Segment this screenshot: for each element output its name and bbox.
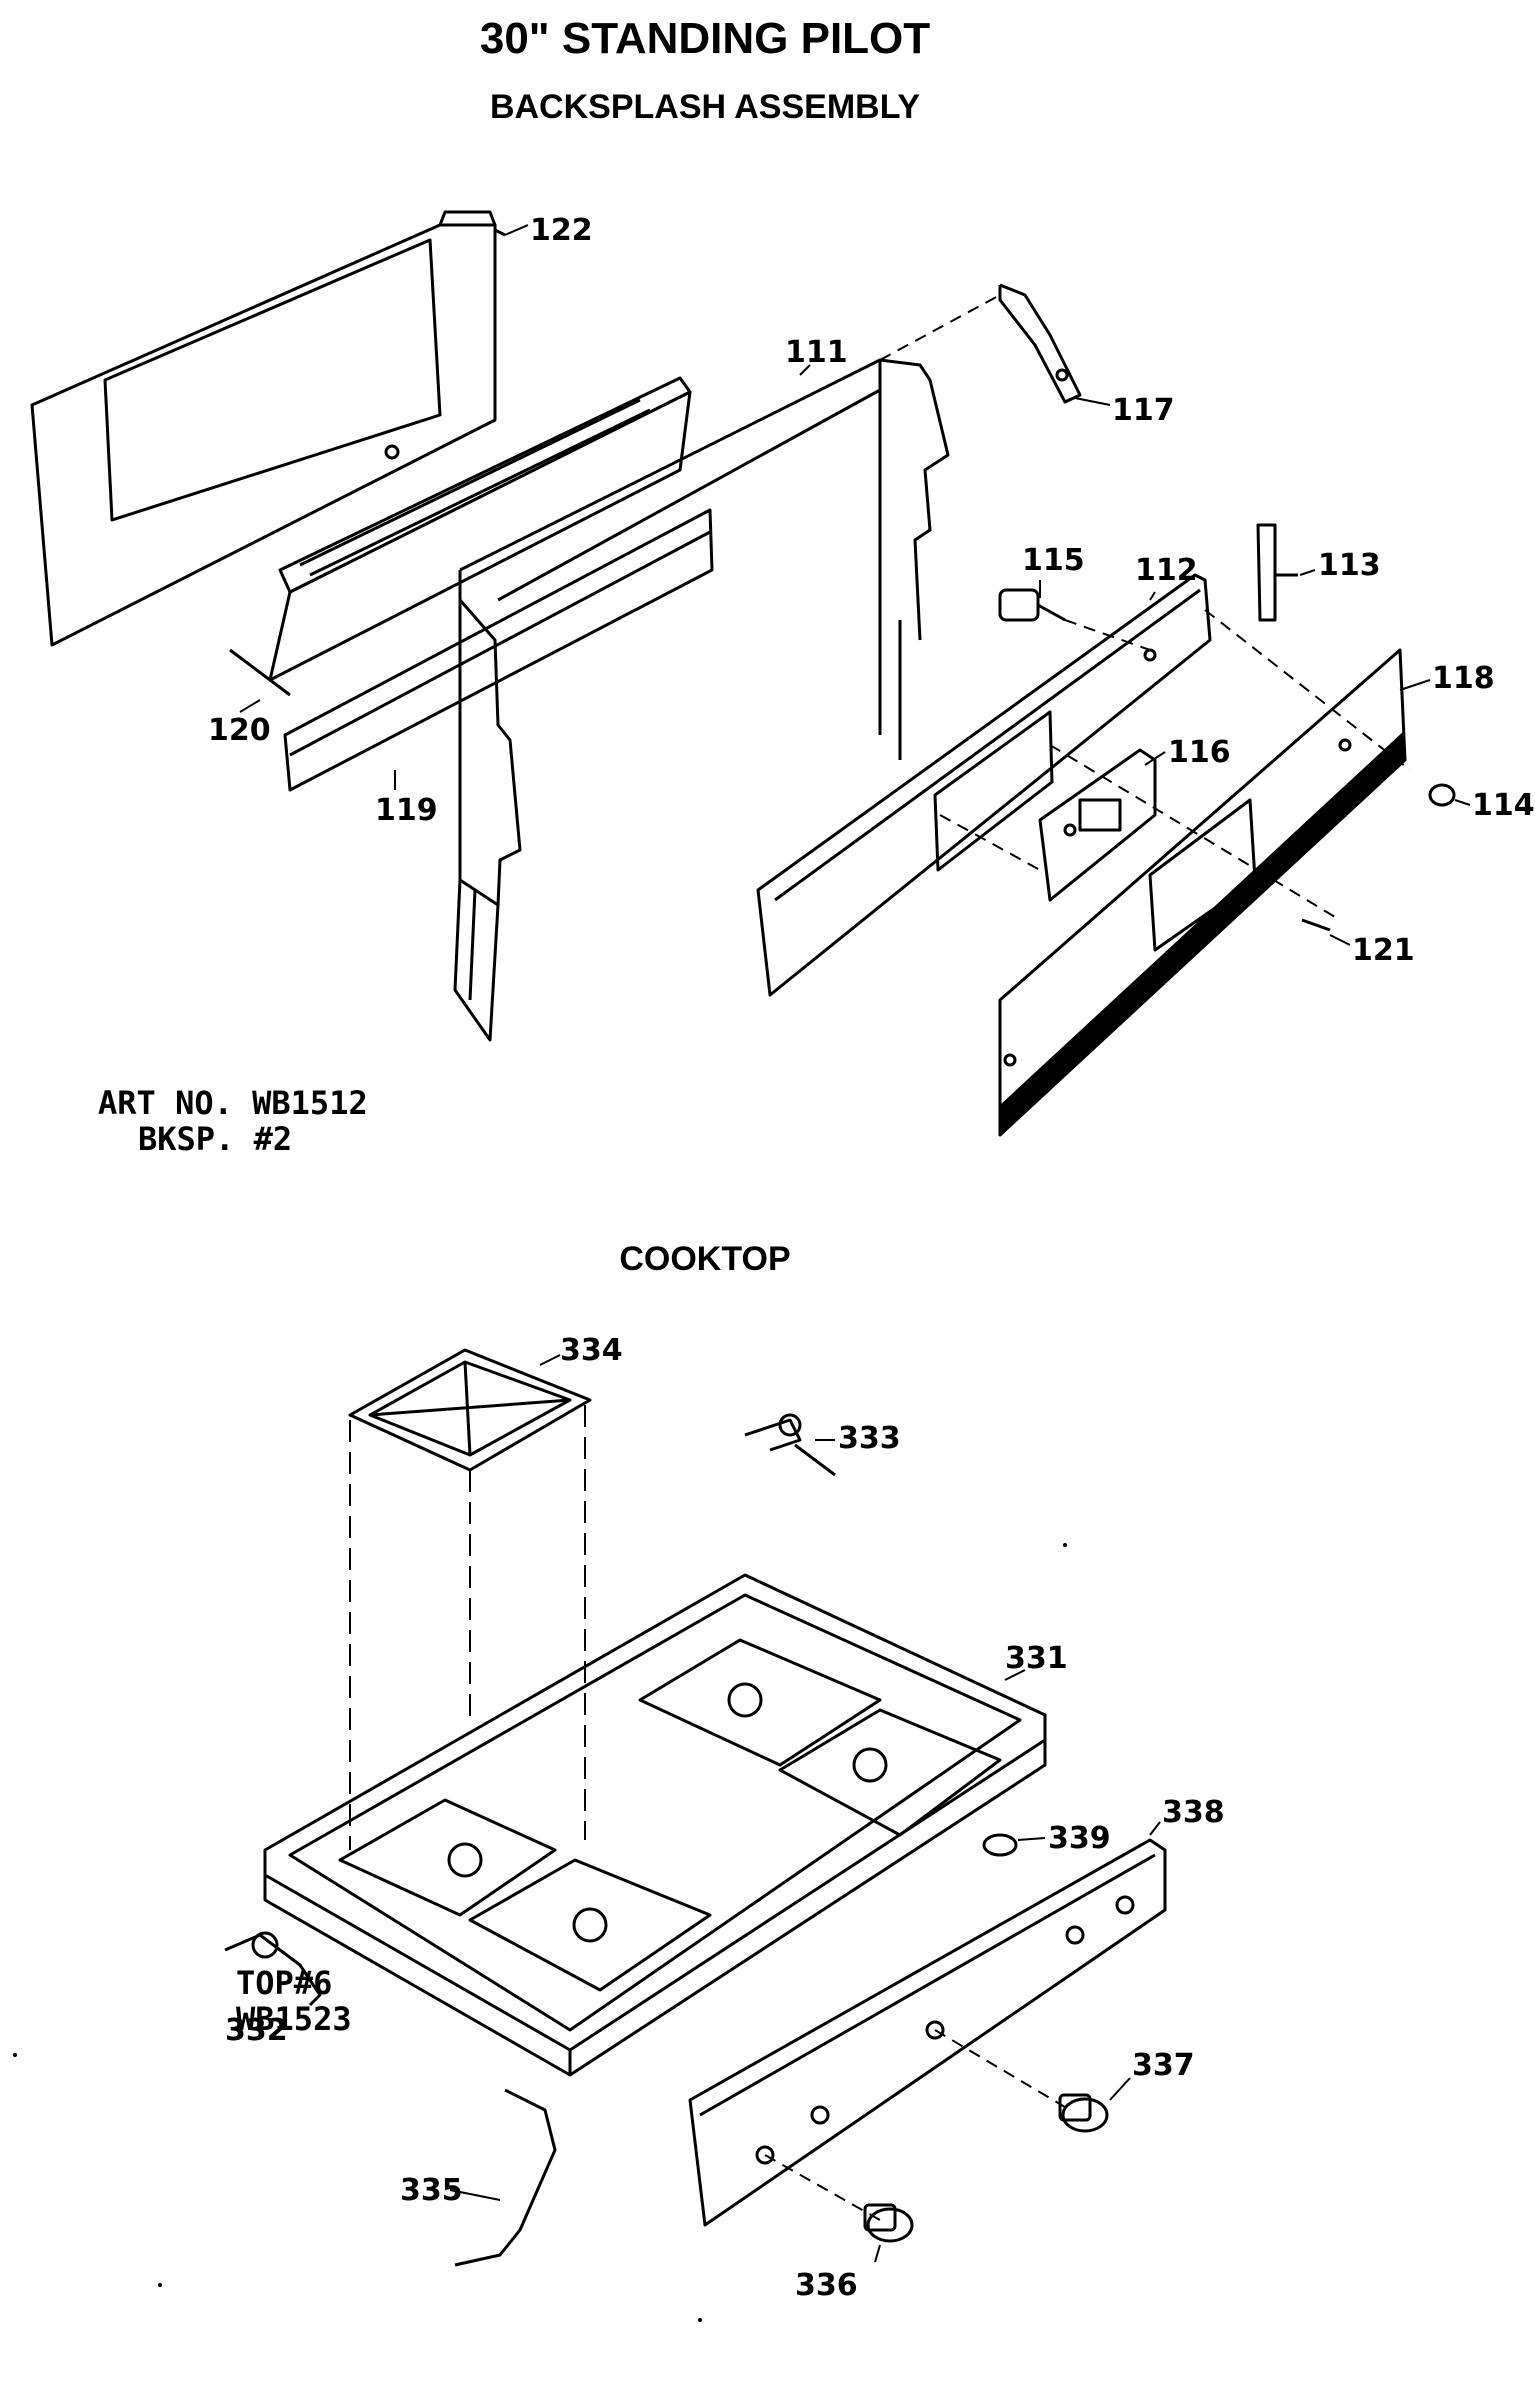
part-115-switch bbox=[998, 588, 1066, 622]
section-title-cooktop: COOKTOP bbox=[619, 1240, 791, 1278]
part-112-control-panel bbox=[756, 573, 1212, 997]
part-333-bracket bbox=[744, 1413, 836, 1477]
part-116-clock bbox=[1038, 748, 1157, 902]
callout-120: 120 bbox=[208, 713, 271, 748]
callout-338: 338 bbox=[1162, 1795, 1225, 1830]
callout-115: 115 bbox=[1022, 543, 1085, 578]
callout-116: 116 bbox=[1168, 735, 1231, 770]
callout-331: 331 bbox=[1005, 1641, 1068, 1676]
part-119-vent-strip bbox=[283, 508, 714, 792]
part-334-grate bbox=[348, 1348, 592, 1472]
callout-122: 122 bbox=[530, 213, 593, 248]
part-117-bracket bbox=[998, 283, 1082, 404]
page-title: 30" STANDING PILOT bbox=[479, 14, 931, 63]
art-number-backsplash: ART NO. WB1512 BKSP. #2 bbox=[98, 1084, 368, 1158]
part-111-frame bbox=[453, 358, 950, 1042]
part-339-cap bbox=[982, 1833, 1018, 1857]
callout-334: 334 bbox=[560, 1333, 623, 1368]
callout-112: 112 bbox=[1135, 553, 1198, 588]
part-331-cooktop bbox=[263, 1573, 1047, 2077]
callout-114: 114 bbox=[1472, 788, 1535, 823]
callout-119: 119 bbox=[375, 793, 438, 828]
callout-111: 111 bbox=[785, 335, 848, 370]
art-number-cooktop: TOP#6 WB1523 bbox=[236, 1964, 352, 2038]
callout-335: 335 bbox=[400, 2173, 463, 2208]
part-122-rear-panel bbox=[30, 210, 506, 647]
section-title-backsplash: BACKSPLASH ASSEMBLY bbox=[489, 88, 921, 126]
part-121-screw bbox=[1301, 918, 1331, 932]
part-336-knob bbox=[863, 2203, 914, 2243]
callout-117: 117 bbox=[1112, 393, 1175, 428]
part-114-knob bbox=[1428, 783, 1456, 807]
callout-113: 113 bbox=[1318, 548, 1381, 583]
callout-339: 339 bbox=[1048, 1821, 1111, 1856]
callout-337: 337 bbox=[1132, 2048, 1195, 2083]
callout-121: 121 bbox=[1352, 933, 1415, 968]
part-337-knob bbox=[1058, 2093, 1109, 2133]
part-338-control-panel bbox=[688, 1838, 1167, 2227]
part-332-bracket bbox=[224, 1931, 322, 2007]
callout-332: 332 bbox=[225, 2013, 288, 2048]
callout-333: 333 bbox=[838, 1421, 901, 1456]
callout-336: 336 bbox=[795, 2268, 858, 2303]
callout-118: 118 bbox=[1432, 661, 1495, 696]
part-113-clip bbox=[1256, 523, 1298, 622]
part-120-rail bbox=[229, 376, 692, 697]
part-335-wire bbox=[454, 2088, 557, 2267]
